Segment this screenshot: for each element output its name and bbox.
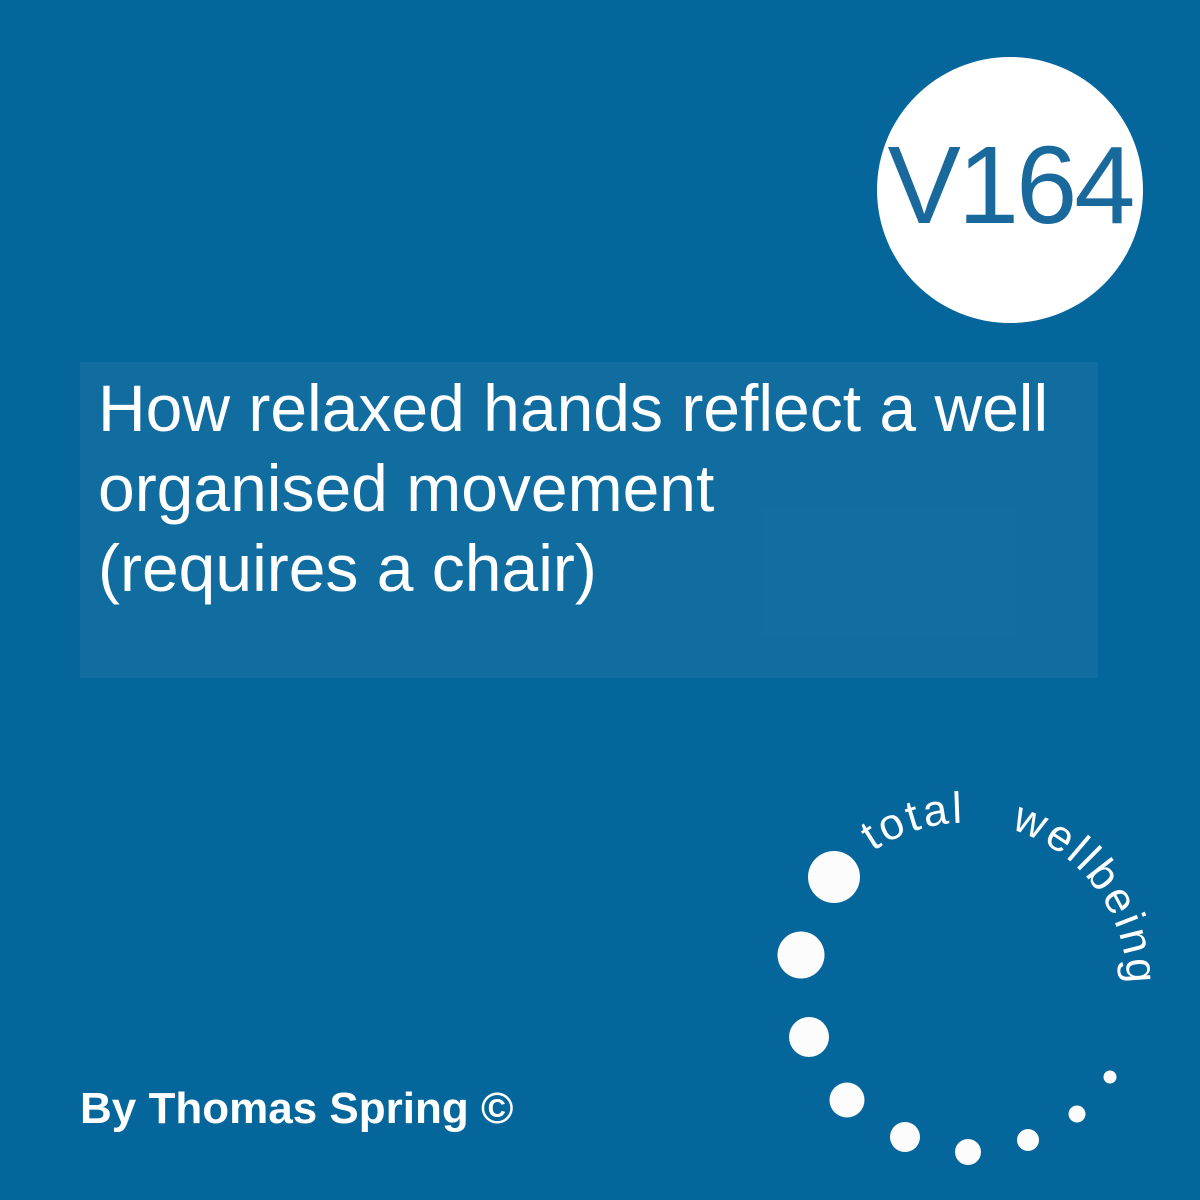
title-line-1: How relaxed hands reflect a well [98,371,1049,445]
episode-number: V164 [887,123,1136,247]
title-panel: How relaxed hands reflect a well organis… [80,362,1098,678]
logo-dot [955,1139,981,1165]
total-wellbeing-logo: total wellbeing [777,783,1167,1165]
logo-dot [890,1122,920,1152]
title-line-2: organised movement [98,451,715,525]
title-line-3: (requires a chair) [98,531,597,605]
episode-badge: V164 [877,57,1143,323]
logo-dot [1068,1105,1086,1123]
logo-arc-text: total wellbeing [852,783,1167,988]
logo-dot [829,1082,865,1118]
logo-dot [777,931,825,979]
logo-dot-spiral [777,851,1117,1165]
logo-dot [1103,1070,1117,1084]
episode-title: How relaxed hands reflect a well organis… [98,368,1088,608]
logo-dot [1017,1129,1039,1151]
author-byline: By Thomas Spring © [80,1084,514,1133]
logo-dot [808,851,860,903]
logo-dot [789,1017,829,1057]
